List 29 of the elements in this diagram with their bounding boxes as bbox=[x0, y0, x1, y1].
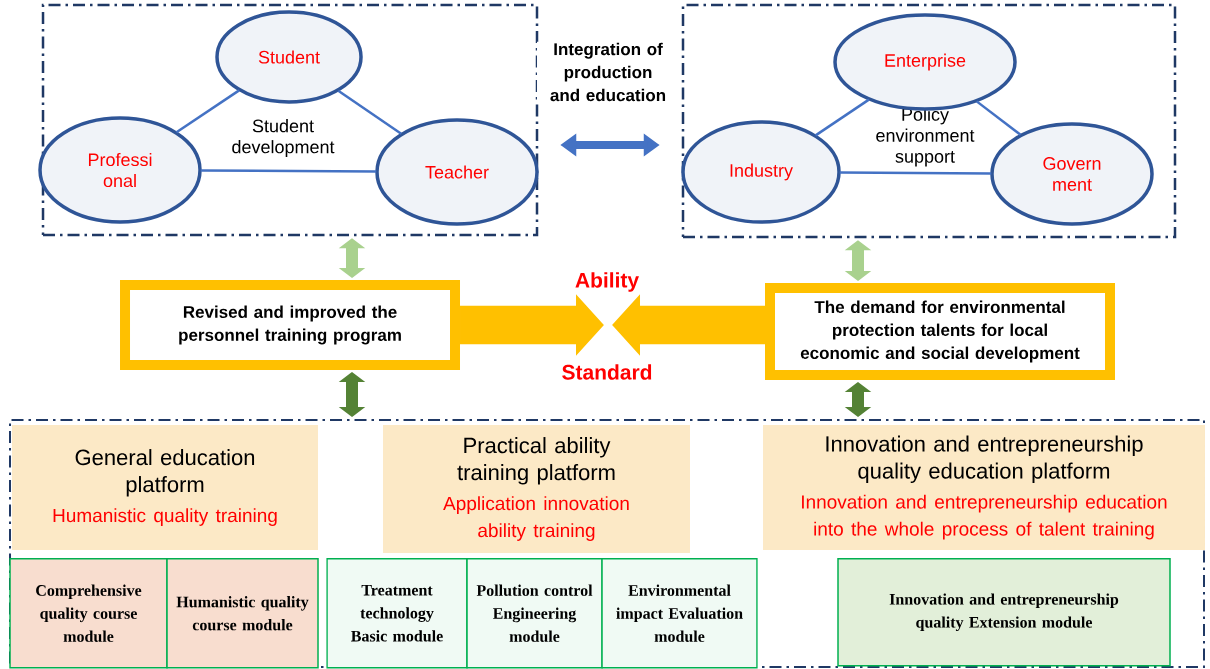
ellipse-node: Teacher bbox=[375, 118, 539, 226]
program-box: The demand for environmental protection talents for local economic and social development bbox=[765, 283, 1115, 380]
module-box: Humanistic quality course module bbox=[166, 558, 319, 669]
edge-label: Integration of production and education bbox=[550, 42, 666, 102]
module-box: Comprehensive quality course module bbox=[9, 558, 168, 669]
program-box: Revised and improved the personnel training program bbox=[120, 280, 460, 370]
connector-line bbox=[814, 98, 870, 137]
ellipse-node: Industry bbox=[681, 120, 841, 224]
module-box: Pollution control Engineering module bbox=[466, 558, 603, 669]
double-arrow bbox=[844, 240, 872, 281]
double-arrow bbox=[844, 382, 872, 417]
connector-line bbox=[175, 89, 240, 134]
connector-line bbox=[337, 89, 402, 135]
module-box: Innovation and entrepreneurship quality Extension module bbox=[837, 558, 1171, 667]
ellipse-node: Professi onal bbox=[38, 116, 202, 224]
double-arrow bbox=[338, 372, 366, 417]
platform-box: Innovation and entrepreneurship quality education platform Innovation and entrepreneurship education into the whole process of talent training bbox=[763, 425, 1205, 550]
module-box: Environmental impact Evaluation module bbox=[601, 558, 758, 669]
connector-line bbox=[975, 100, 1022, 136]
platform-box: Practical ability training platform Application innovation ability training bbox=[383, 425, 690, 553]
module-box: Treatment technology Basic module bbox=[326, 558, 468, 669]
connector-line bbox=[839, 171, 992, 175]
platform-box: General education platform Humanistic quality training bbox=[12, 425, 318, 550]
connector-line bbox=[200, 169, 377, 173]
cross-label: Standard bbox=[562, 364, 652, 380]
double-arrow bbox=[338, 238, 366, 278]
ellipse-node: Student bbox=[215, 10, 363, 104]
cross-label: Ability bbox=[575, 272, 639, 292]
ellipse-node: Govern ment bbox=[990, 122, 1154, 226]
